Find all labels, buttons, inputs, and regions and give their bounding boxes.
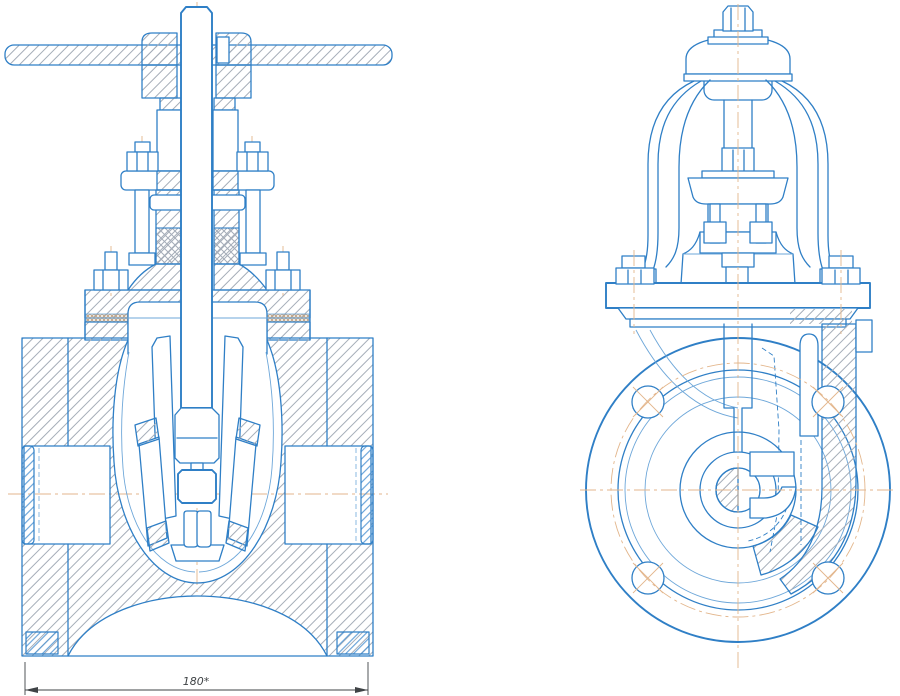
seat-section-bottom-right	[225, 520, 249, 552]
handwheel-base-plate	[683, 73, 793, 82]
flange-face-right	[360, 445, 374, 545]
boss-hook	[749, 486, 797, 519]
centerlines-side	[580, 4, 896, 668]
flange-plate-section	[790, 309, 852, 324]
gland-nut-right	[749, 221, 773, 244]
eyebolt-nut-left	[126, 151, 159, 172]
bolt-hole-cross-tl	[632, 386, 664, 418]
bolt-hole-cross-tr	[812, 386, 844, 418]
wedge-housing	[174, 407, 220, 464]
bonnet-nut-left	[93, 269, 129, 291]
bonnet-bell-right	[775, 231, 796, 285]
gland-nut-left	[703, 221, 727, 244]
wedge-neck	[190, 462, 204, 471]
yoke-base-section-left	[156, 170, 183, 191]
yoke-sleeve-wall-left	[156, 109, 183, 172]
bolt-circle	[610, 362, 866, 618]
yoke-step-left	[159, 97, 182, 111]
flange-nut-left	[615, 267, 655, 285]
wedge-base	[170, 544, 225, 562]
wedge-lobe-right	[196, 510, 212, 548]
side-view	[580, 4, 896, 668]
dimension-arrow-right	[355, 687, 368, 693]
yoke-step-right	[213, 97, 236, 111]
hub-block-left	[141, 64, 178, 99]
seat-section-bottom-left	[146, 520, 170, 552]
neck-curve-inner	[649, 329, 739, 409]
hub-block-right	[215, 64, 252, 99]
extension-lines	[24, 662, 369, 695]
eyebolt-foot-right	[239, 252, 267, 266]
eyebolt-nut-right	[236, 151, 269, 172]
handwheel-key	[216, 36, 230, 64]
neck-curve-outer	[635, 329, 739, 419]
seat-section-top-left	[134, 417, 160, 447]
wedge-hidden-outline	[761, 347, 780, 553]
bonnet-stud-left	[104, 251, 118, 271]
dimension-label: 180*	[183, 675, 210, 688]
bowl-inner-contour-right	[198, 351, 274, 573]
seat-rings	[134, 417, 261, 552]
yoke-sleeve-wall-right	[212, 109, 239, 172]
boss-tab	[749, 451, 795, 477]
bonnet-nut-right	[265, 269, 301, 291]
foot-pad-left	[25, 631, 59, 655]
bowl-inner-contour-left	[121, 351, 196, 573]
yoke-base-section-right	[212, 170, 239, 191]
flange-stud-left	[621, 255, 646, 269]
bonnet-stud-right	[276, 251, 290, 271]
gland-flange-side	[687, 177, 789, 205]
bonnet-neck-left	[127, 263, 182, 291]
seat-section-top-right	[235, 417, 261, 447]
front-section-view: 180*	[4, 2, 393, 695]
eyebolt-nub-left	[134, 141, 151, 153]
eyebolt-foot-left	[128, 252, 156, 266]
eyebolt-shaft-left	[134, 189, 150, 254]
seat-ring-section	[752, 514, 819, 576]
flange-face-left	[21, 445, 35, 545]
wedge-nut	[177, 469, 217, 504]
wedge-lobe-left	[183, 510, 199, 548]
packing-right	[213, 227, 240, 265]
stem-section-lines	[723, 323, 753, 453]
bonnet-neck-right	[213, 263, 268, 291]
dimension-arrow-left	[25, 687, 38, 693]
packing-left	[155, 227, 182, 265]
stem-side-lines	[723, 99, 753, 149]
handwheel-hub-boss-left	[141, 32, 178, 66]
bolt-hole-cross-br	[812, 562, 844, 594]
yoke-arm-left	[641, 79, 711, 271]
bolt-hole-cross-bl	[632, 562, 664, 594]
dimension-180: 180*	[24, 662, 369, 695]
stem	[180, 6, 213, 409]
eyebolt-shaft-right	[245, 189, 261, 254]
foot-pad-right	[336, 631, 370, 655]
flange-ring-step	[855, 319, 873, 353]
bonnet-bell-left	[680, 231, 701, 285]
wedge-guide-rib-section	[799, 333, 819, 437]
eyebolt-nub-right	[244, 141, 261, 153]
stem-block-lowest	[725, 266, 749, 284]
stem-shaft	[180, 6, 213, 409]
body-flange-left	[84, 321, 129, 341]
eyebolt-nuts	[126, 141, 269, 172]
pipe-flange-faces	[21, 445, 374, 655]
body-flange-right	[266, 321, 311, 341]
body-section	[21, 337, 374, 657]
